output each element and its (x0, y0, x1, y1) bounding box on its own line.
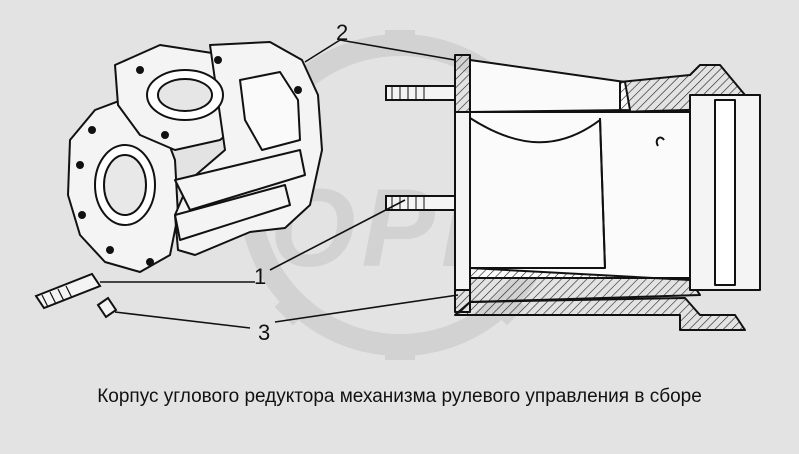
leader-2b (304, 39, 341, 63)
leader-1b (269, 199, 406, 271)
leader-3a (114, 311, 251, 329)
callout-3: 3 (258, 320, 271, 345)
plug-loose (96, 296, 118, 319)
housing-perspective-view (67, 41, 323, 273)
callout-1: 1 (254, 264, 267, 289)
leader-3b (274, 294, 459, 323)
callout-2: 2 (336, 20, 349, 45)
stud-lower (385, 195, 456, 211)
housing-section-view (454, 54, 761, 331)
figure-caption: Корпус углового редуктора механизма руле… (97, 386, 702, 407)
leader-lines (100, 39, 459, 329)
leader-2 (339, 39, 456, 61)
stud-upper (385, 85, 456, 101)
stud-loose (34, 272, 102, 310)
